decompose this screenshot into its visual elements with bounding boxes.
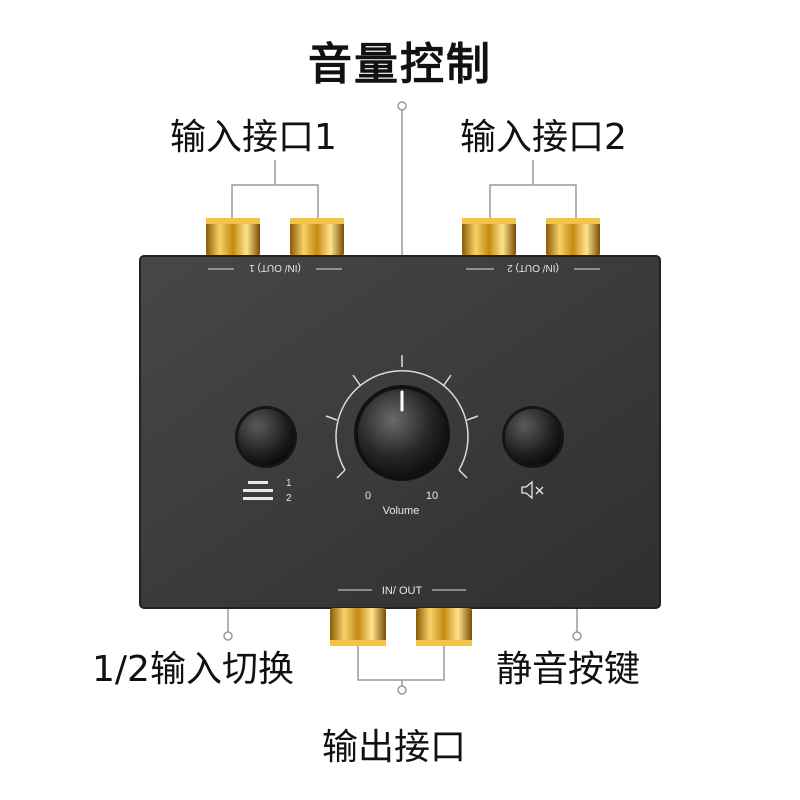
input-switch-callout: 1/2输入切换	[92, 649, 294, 690]
volume-label: Volume	[383, 505, 420, 517]
input-port-1-callout: 输入接口1	[170, 117, 337, 158]
volume-control-title: 音量控制	[308, 39, 492, 90]
input-switch-button[interactable]	[238, 409, 294, 465]
rca-jack-in1-left	[206, 218, 260, 256]
switch-option-1: 1	[286, 478, 292, 489]
volume-min-label: 0	[365, 490, 371, 502]
mute-button-callout: 静音按键	[496, 649, 641, 690]
leader-dot-switch	[223, 631, 233, 641]
switch-option-2: 2	[286, 493, 292, 504]
leader-dot-output	[397, 685, 407, 695]
rca-jack-out-right	[416, 608, 472, 646]
rca-jack-out-left	[330, 608, 386, 646]
input-port-2-callout: 输入接口2	[460, 117, 627, 158]
output-port-label: IN/ OUT	[382, 585, 423, 597]
volume-max-label: 10	[426, 490, 438, 502]
mute-button[interactable]	[505, 409, 561, 465]
volume-scale	[325, 355, 479, 479]
output-port-callout: 输出接口	[322, 727, 467, 768]
leader-dot-mute	[572, 631, 582, 641]
rca-jack-in2-right	[546, 218, 600, 256]
rca-jack-in1-right	[290, 218, 344, 256]
port2-label: (IN/ OUT) 2	[507, 262, 559, 273]
leader-dot-volume	[397, 101, 407, 111]
rca-jack-in2-left	[462, 218, 516, 256]
bottom-rca-jacks	[330, 608, 472, 646]
port1-label: (IN/ OUT) 1	[249, 262, 301, 273]
volume-knob[interactable]	[358, 389, 446, 477]
switch-position-icon	[243, 481, 273, 500]
mute-speaker-icon	[521, 480, 544, 500]
top-rca-jacks	[206, 218, 600, 256]
